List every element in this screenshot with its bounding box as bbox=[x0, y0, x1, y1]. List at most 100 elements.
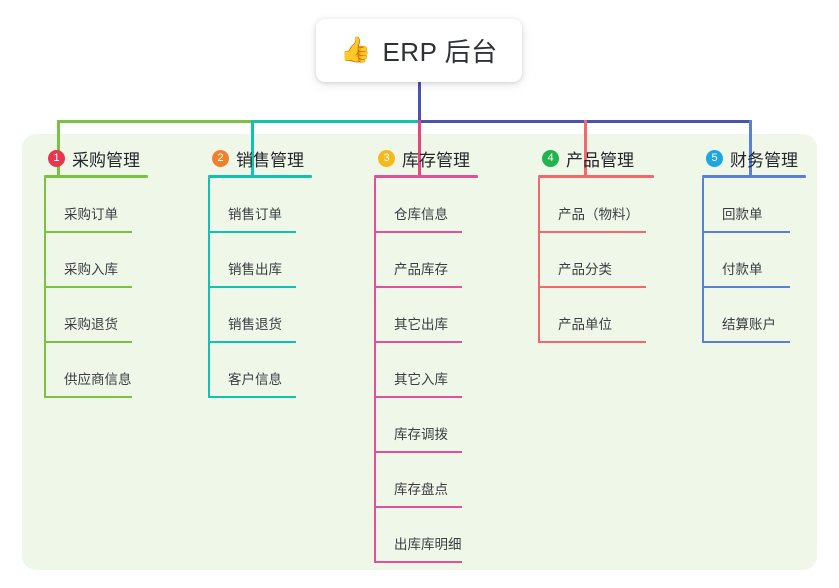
branch-item-label: 销售出库 bbox=[228, 262, 282, 277]
branch-header-销售管理[interactable]: 2 销售管理 bbox=[208, 146, 312, 170]
branch-item-rule bbox=[44, 396, 132, 398]
branch-item-label: 回款单 bbox=[722, 207, 763, 222]
branch-item[interactable]: 库存盘点 bbox=[374, 453, 478, 508]
branch-item[interactable]: 客户信息 bbox=[208, 343, 312, 398]
branch-index-badge: 1 bbox=[48, 149, 65, 167]
branch-header-产品管理[interactable]: 4 产品管理 bbox=[538, 146, 654, 170]
branch-item-rule bbox=[208, 286, 296, 288]
branch-index-badge: 2 bbox=[212, 149, 229, 167]
branch-item-label: 采购退货 bbox=[64, 317, 118, 332]
branch-item-label: 产品（物料） bbox=[558, 207, 639, 222]
branch-index-badge: 5 bbox=[706, 149, 723, 167]
branch-title: 采购管理 bbox=[72, 150, 140, 170]
drop-line-2 bbox=[251, 120, 254, 175]
branch-item-label: 其它出库 bbox=[394, 317, 448, 332]
branch-item-list: 仓库信息产品库存其它出库其它入库库存调拨库存盘点出库库明细 bbox=[374, 178, 478, 563]
branch-header-rule bbox=[374, 175, 478, 178]
branch-item-rule bbox=[702, 341, 790, 343]
branch-item-rule bbox=[44, 231, 132, 233]
drop-line-5 bbox=[749, 120, 752, 175]
branch-header-rule bbox=[208, 175, 312, 178]
branch-item-label: 销售订单 bbox=[228, 207, 282, 222]
drop-line-4 bbox=[584, 120, 587, 175]
branch-item-rule bbox=[538, 341, 646, 343]
branch-item[interactable]: 结算账户 bbox=[702, 288, 806, 343]
branch-header-rule bbox=[44, 175, 148, 178]
root-node-title: ERP 后台 bbox=[382, 37, 498, 67]
branch-item-rule bbox=[374, 451, 462, 453]
branch-item-rule bbox=[208, 341, 296, 343]
branch-item[interactable]: 销售出库 bbox=[208, 233, 312, 288]
branch-item-rule bbox=[374, 231, 462, 233]
branch-column-采购管理: 1 采购管理采购订单采购入库采购退货供应商信息 bbox=[44, 146, 148, 398]
branch-item-label: 采购入库 bbox=[64, 262, 118, 277]
branch-item[interactable]: 回款单 bbox=[702, 178, 806, 233]
branch-header-采购管理[interactable]: 1 采购管理 bbox=[44, 146, 148, 170]
branch-item[interactable]: 销售订单 bbox=[208, 178, 312, 233]
branch-item-rule bbox=[702, 231, 790, 233]
branch-item-label: 库存盘点 bbox=[394, 482, 448, 497]
branch-item[interactable]: 其它出库 bbox=[374, 288, 478, 343]
branch-item-rule bbox=[538, 286, 646, 288]
branch-item-label: 其它入库 bbox=[394, 372, 448, 387]
branch-item[interactable]: 供应商信息 bbox=[44, 343, 148, 398]
sales-bus-segment bbox=[251, 120, 420, 123]
branch-item[interactable]: 库存调拨 bbox=[374, 398, 478, 453]
branch-title: 销售管理 bbox=[236, 150, 304, 170]
branch-column-销售管理: 2 销售管理销售订单销售出库销售退货客户信息 bbox=[208, 146, 312, 398]
branch-item[interactable]: 采购入库 bbox=[44, 233, 148, 288]
drop-line-1 bbox=[57, 120, 60, 175]
branch-spine-line bbox=[538, 178, 540, 343]
branch-item[interactable]: 仓库信息 bbox=[374, 178, 478, 233]
branch-item-label: 采购订单 bbox=[64, 207, 118, 222]
branch-item-rule bbox=[374, 396, 462, 398]
branch-item-label: 结算账户 bbox=[722, 317, 776, 332]
diagram-panel bbox=[22, 134, 817, 570]
branch-header-rule bbox=[702, 175, 806, 178]
branch-item[interactable]: 出库库明细 bbox=[374, 508, 478, 563]
branch-item-label: 付款单 bbox=[722, 262, 763, 277]
thumbs-up-icon: 👍 bbox=[340, 36, 372, 64]
branch-item-list: 回款单付款单结算账户 bbox=[702, 178, 806, 343]
branch-title: 产品管理 bbox=[566, 150, 634, 170]
branch-spine-line bbox=[44, 178, 46, 398]
branch-item[interactable]: 产品单位 bbox=[538, 288, 654, 343]
branch-item-label: 客户信息 bbox=[228, 372, 282, 387]
branch-item-rule bbox=[374, 561, 462, 563]
branch-item-list: 销售订单销售出库销售退货客户信息 bbox=[208, 178, 312, 398]
branch-item-label: 产品单位 bbox=[558, 317, 612, 332]
branch-item[interactable]: 产品分类 bbox=[538, 233, 654, 288]
branch-index-badge: 4 bbox=[542, 149, 559, 167]
branch-column-产品管理: 4 产品管理产品（物料） 产品分类产品单位 bbox=[538, 146, 654, 343]
branch-spine-line bbox=[208, 178, 210, 398]
purchase-bus-segment bbox=[57, 120, 253, 123]
branch-item-rule bbox=[374, 341, 462, 343]
branch-item-label: 库存调拨 bbox=[394, 427, 448, 442]
branch-header-rule bbox=[538, 175, 654, 178]
branch-item-rule bbox=[44, 341, 132, 343]
branch-item[interactable]: 付款单 bbox=[702, 233, 806, 288]
branch-item-rule bbox=[208, 396, 296, 398]
branch-item-label: 产品分类 bbox=[558, 262, 612, 277]
branch-item[interactable]: 其它入库 bbox=[374, 343, 478, 398]
branch-item-rule bbox=[702, 286, 790, 288]
branch-item[interactable]: 产品库存 bbox=[374, 233, 478, 288]
branch-item[interactable]: 采购退货 bbox=[44, 288, 148, 343]
branch-item-rule bbox=[374, 286, 462, 288]
branch-item[interactable]: 产品（物料） bbox=[538, 178, 654, 233]
branch-item-list: 采购订单采购入库采购退货供应商信息 bbox=[44, 178, 148, 398]
branch-item-rule bbox=[374, 506, 462, 508]
branch-item[interactable]: 销售退货 bbox=[208, 288, 312, 343]
root-node-card[interactable]: 👍 ERP 后台 bbox=[316, 19, 522, 82]
branch-item[interactable]: 采购订单 bbox=[44, 178, 148, 233]
root-stem-line bbox=[418, 82, 421, 122]
branch-index-badge: 3 bbox=[378, 149, 395, 167]
branch-spine-line bbox=[374, 178, 376, 563]
branch-item-label: 供应商信息 bbox=[64, 372, 132, 387]
branch-item-label: 销售退货 bbox=[228, 317, 282, 332]
branch-item-label: 产品库存 bbox=[394, 262, 448, 277]
